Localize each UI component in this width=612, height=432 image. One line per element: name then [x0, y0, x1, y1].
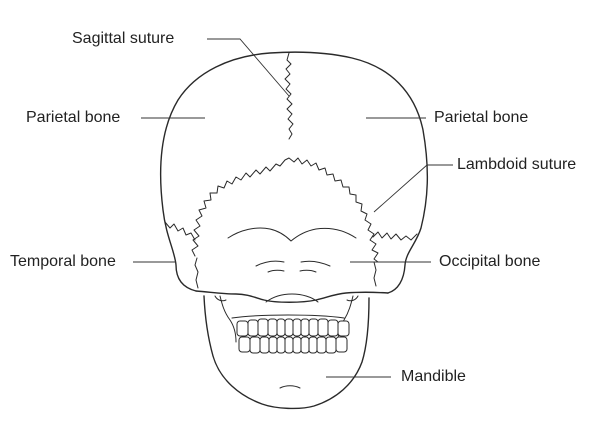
- chin-mark: [279, 385, 301, 389]
- label-sagittal-suture: Sagittal suture: [72, 30, 175, 47]
- label-lambdoid-suture: Lambdoid suture: [457, 156, 577, 173]
- occipital-ridge-lower: [255, 260, 331, 267]
- label-parietal-bone-left: Parietal bone: [26, 109, 121, 126]
- occipital-ridge-small-left: [267, 269, 285, 273]
- mandible-notch-right: [346, 295, 359, 302]
- temporal-suture-right-lower: [373, 261, 377, 287]
- occipital-ridge-upper: [227, 227, 357, 242]
- temporal-suture-right: [372, 231, 418, 241]
- label-occipital-bone: Occipital bone: [439, 253, 541, 270]
- lambdoid-suture-line: [191, 157, 379, 263]
- sagittal-suture-line: [284, 52, 294, 140]
- upper-teeth: [236, 318, 350, 337]
- lower-teeth: [238, 336, 348, 354]
- mandible-notch-left: [214, 295, 227, 302]
- leader-lambdoid: [373, 164, 453, 213]
- mandible-outline: [203, 295, 370, 410]
- maxilla-line: [231, 314, 345, 319]
- skull-base: [195, 290, 389, 303]
- mandible-ramus-left: [219, 295, 237, 343]
- label-parietal-bone-right: Parietal bone: [434, 109, 529, 126]
- label-mandible: Mandible: [401, 368, 466, 385]
- foramen-curve: [265, 293, 319, 303]
- occipital-ridge-small-right: [299, 269, 317, 273]
- temporal-suture-left: [164, 221, 196, 241]
- cranium-outline: [159, 51, 429, 294]
- label-temporal-bone: Temporal bone: [10, 253, 116, 270]
- leader-sagittal: [207, 38, 290, 97]
- temporal-suture-left-lower: [194, 257, 199, 289]
